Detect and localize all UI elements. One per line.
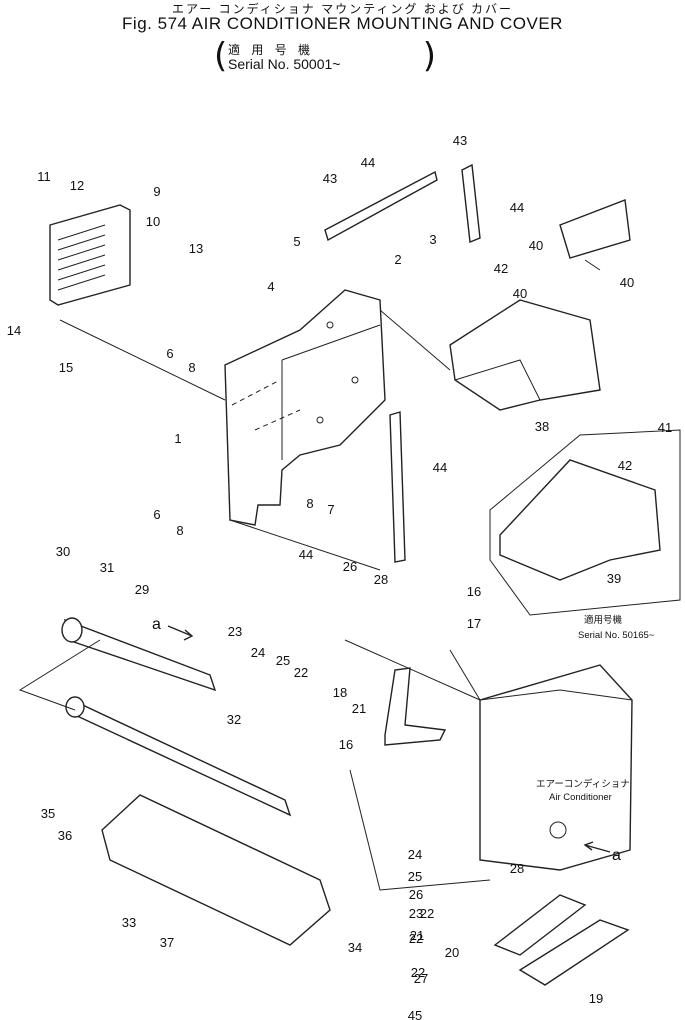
callout-23: 23 (228, 624, 242, 639)
callout-6: 6 (166, 346, 173, 361)
callout-30: 30 (56, 544, 70, 559)
callout-44: 44 (510, 200, 524, 215)
callout-10: 10 (146, 214, 160, 229)
callout-2: 2 (394, 252, 401, 267)
rear-cover (449, 299, 601, 411)
callout-23: 23 (409, 906, 423, 921)
view-marker-a: a (152, 616, 161, 633)
view-arrows: a a (152, 616, 621, 864)
callout-44: 44 (299, 547, 313, 562)
callout-24: 24 (251, 645, 265, 660)
strip-45 (324, 170, 438, 242)
callout-8: 8 (176, 523, 183, 538)
grille-cover (49, 204, 131, 306)
cover-plate-34 (101, 794, 331, 946)
callout-33: 33 (122, 915, 136, 930)
callout-26: 26 (343, 559, 357, 574)
bracket-21a (493, 894, 587, 956)
callout-7: 7 (327, 502, 334, 517)
callout-22: 22 (294, 665, 308, 680)
callout-13: 13 (189, 241, 203, 256)
callout-8: 8 (306, 496, 313, 511)
unit-label-jp: エアーコンディショナ (536, 778, 630, 790)
callout-40: 40 (620, 275, 634, 290)
callout-16: 16 (467, 584, 481, 599)
callout-11: 11 (37, 169, 51, 184)
strip-47 (461, 163, 481, 243)
callout-4: 4 (267, 279, 274, 294)
callout-27: 27 (414, 971, 428, 986)
callout-41: 41 (658, 420, 672, 435)
air-conditioner-unit (479, 664, 633, 871)
strip-46 (389, 411, 406, 563)
japanese-title: エアー コンディショナ マウンティング および カバー (171, 2, 514, 16)
callout-45: 45 (408, 1008, 422, 1020)
bracket-41 (559, 199, 631, 259)
callout-28: 28 (510, 861, 524, 876)
serial-applicability: ( 適 用 号 機 Serial No. 50001~ ) (214, 36, 436, 76)
left-paren: ( (214, 36, 228, 76)
callout-1: 1 (174, 431, 181, 446)
callout-32: 32 (227, 712, 241, 727)
callout-22: 22 (420, 906, 434, 921)
callout-43: 43 (323, 171, 337, 186)
callout-18: 18 (333, 685, 347, 700)
callout-31: 31 (100, 560, 114, 575)
callout-26: 26 (409, 887, 423, 902)
callout-34: 34 (348, 940, 362, 955)
right-paren: ) (422, 36, 436, 76)
callout-40: 40 (529, 238, 543, 253)
callout-22: 22 (411, 965, 425, 980)
callout-6: 6 (153, 507, 160, 522)
figure-title: Fig. 574 AIR CONDITIONER MOUNTING AND CO… (122, 14, 563, 33)
callout-38: 38 (535, 419, 549, 434)
stand-17 (384, 667, 447, 746)
callout-39: 39 (607, 571, 621, 586)
callout-21: 21 (410, 928, 424, 943)
callout-20: 20 (445, 945, 459, 960)
callout-12: 12 (70, 178, 84, 193)
callout-17: 17 (467, 616, 481, 631)
callout-25: 25 (276, 653, 290, 668)
serial-japanese: 適 用 号 機 (228, 43, 315, 57)
callout-24: 24 (408, 847, 422, 862)
callout-42: 42 (494, 261, 508, 276)
inset-serial-jp: 適用号機 (584, 614, 623, 626)
inset-cover (489, 429, 681, 616)
callout-25: 25 (408, 869, 422, 884)
mounting-bracket (224, 289, 386, 526)
callout-22: 22 (409, 931, 423, 946)
callout-15: 15 (59, 360, 73, 375)
callout-36: 36 (58, 828, 72, 843)
callout-42: 42 (618, 458, 632, 473)
callout-21: 21 (352, 701, 366, 716)
callout-29: 29 (135, 582, 149, 597)
bracket-21b (518, 919, 630, 986)
callout-43: 43 (453, 133, 467, 148)
callout-44: 44 (433, 460, 447, 475)
callout-8: 8 (188, 360, 195, 375)
callout-19: 19 (589, 991, 603, 1006)
duct-pipes (61, 617, 292, 817)
callout-44: 44 (361, 155, 375, 170)
callout-5: 5 (293, 234, 300, 249)
callout-14: 14 (7, 323, 21, 338)
callout-28: 28 (374, 572, 388, 587)
callout-16: 16 (339, 737, 353, 752)
callout-40: 40 (513, 286, 527, 301)
view-marker-a-2: a (612, 847, 621, 864)
callout-35: 35 (41, 806, 55, 821)
unit-label-en: Air Conditioner (549, 792, 612, 803)
callout-9: 9 (153, 184, 160, 199)
callout-3: 3 (429, 232, 436, 247)
callout-37: 37 (160, 935, 174, 950)
serial-number: Serial No. 50001~ (228, 56, 341, 72)
inset-serial: Serial No. 50165~ (578, 630, 655, 641)
